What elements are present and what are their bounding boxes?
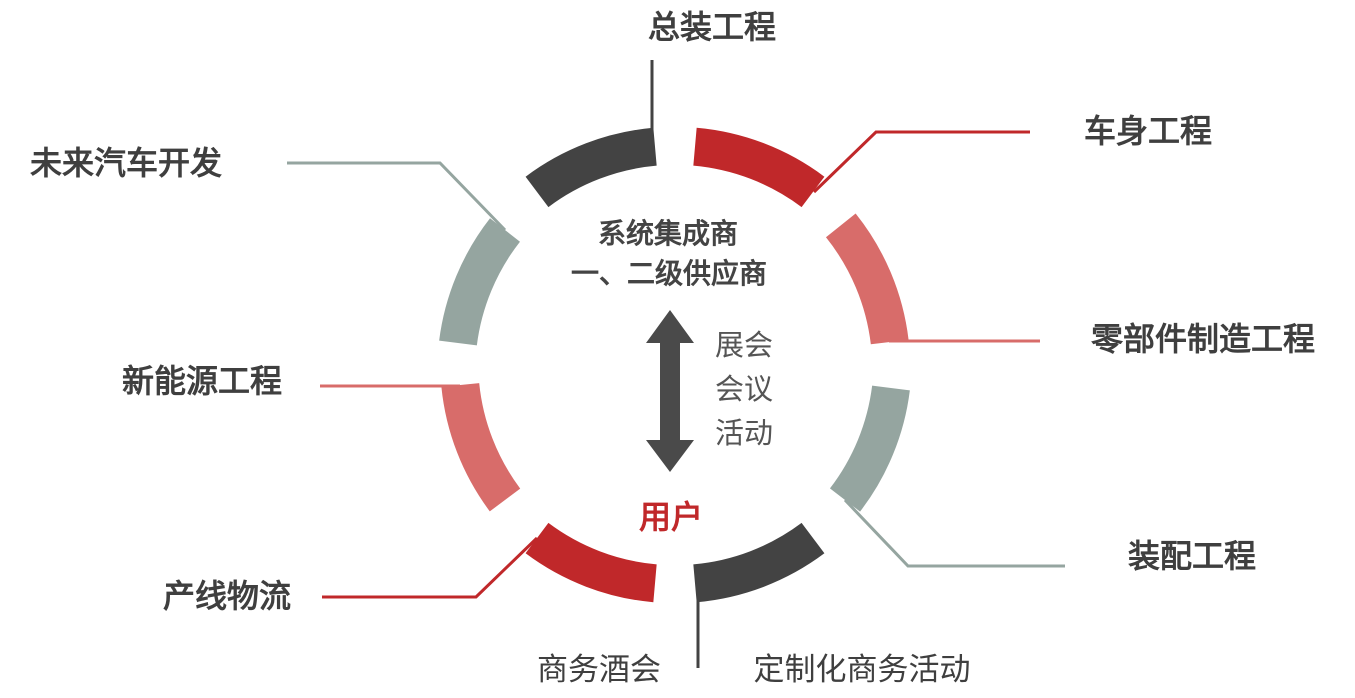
leader-right1 (812, 130, 1030, 194)
label-right2: 零部件制造工程 (1091, 320, 1315, 358)
center-side-2: 会议 (715, 372, 773, 406)
segment-upper-right (825, 213, 909, 345)
label-right1: 车身工程 (1084, 112, 1212, 150)
double-arrow-icon (646, 310, 694, 472)
label-left2: 新能源工程 (122, 362, 282, 400)
leader-right3 (843, 498, 1065, 568)
label-top: 总装工程 (648, 8, 776, 46)
center-line1: 系统集成商 (598, 217, 738, 250)
bottom-right-label: 定制化商务活动 (754, 652, 971, 688)
segment-lower-right (829, 385, 910, 512)
label-left1: 未来汽车开发 (30, 144, 222, 182)
leader-left1 (287, 161, 507, 232)
center-side-1: 展会 (715, 328, 773, 362)
label-right3: 装配工程 (1128, 537, 1256, 575)
bottom-left-label: 商务酒会 (537, 652, 661, 688)
segment-bottom-right (692, 522, 825, 603)
center-user: 用户 (639, 498, 703, 536)
segment-upper-left (439, 218, 521, 346)
center-side-3: 活动 (715, 416, 773, 450)
ring (439, 127, 910, 603)
segment-lower-left (441, 382, 521, 512)
segment-top-left (525, 127, 658, 208)
center-line2: 一、二级供应商 (571, 257, 767, 290)
leader-lines (287, 60, 1065, 668)
leader-left3 (322, 536, 539, 599)
segment-top-right (692, 127, 825, 208)
segment-bottom-left (525, 522, 658, 603)
label-left3: 产线物流 (163, 577, 291, 615)
